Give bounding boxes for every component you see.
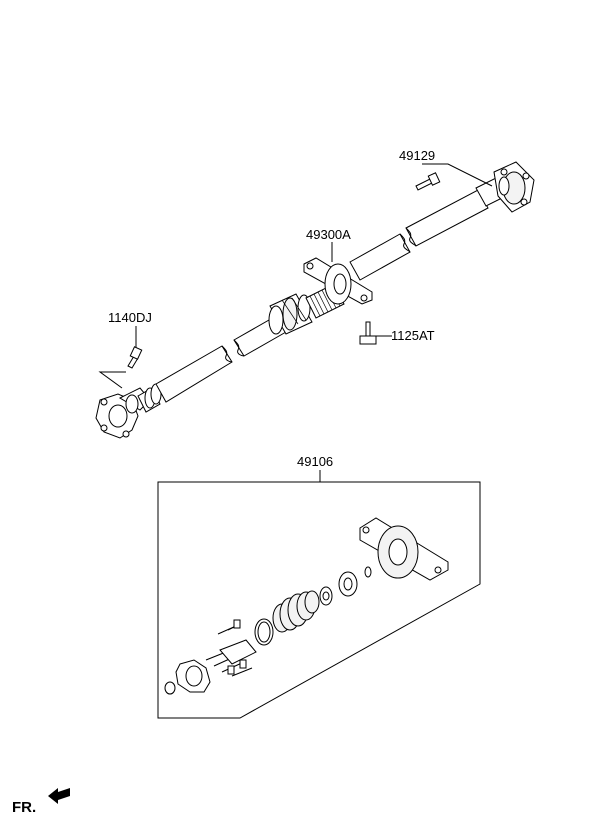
rear-tube xyxy=(349,177,507,281)
part-label-1125AT: 1125AT xyxy=(391,328,435,343)
part-label-49106: 49106 xyxy=(297,454,333,469)
bolt-1140DJ xyxy=(127,346,143,369)
center-bearing-installed xyxy=(303,257,373,305)
front-direction-label: FR. xyxy=(12,799,36,816)
propeller-shaft-assembly xyxy=(95,161,535,439)
kit-o-ring xyxy=(164,681,176,695)
front-direction-indicator: FR. xyxy=(12,788,70,816)
kit-snap-ring xyxy=(364,566,372,578)
bolt-49129 xyxy=(415,172,441,191)
kit-box-49106 xyxy=(157,481,481,719)
kit-clamp-ring xyxy=(254,618,274,646)
kit-washer xyxy=(338,571,358,597)
front-tube xyxy=(155,315,287,403)
part-label-49300A: 49300A xyxy=(306,227,351,242)
kit-gasket xyxy=(175,659,211,693)
front-cv-joint xyxy=(137,383,162,413)
kit-bolt-set xyxy=(205,619,257,677)
front-arrow-icon xyxy=(48,788,70,804)
kit-center-bearing xyxy=(359,517,449,581)
kit-boot xyxy=(272,590,320,633)
leader-lines xyxy=(98,163,493,482)
rear-flex-coupling xyxy=(493,161,535,213)
kit-seal xyxy=(319,586,333,606)
bolt-1125AT xyxy=(359,321,377,345)
part-label-1140DJ: 1140DJ xyxy=(108,310,152,325)
part-label-49129: 49129 xyxy=(399,148,435,163)
center-joint xyxy=(268,293,313,335)
